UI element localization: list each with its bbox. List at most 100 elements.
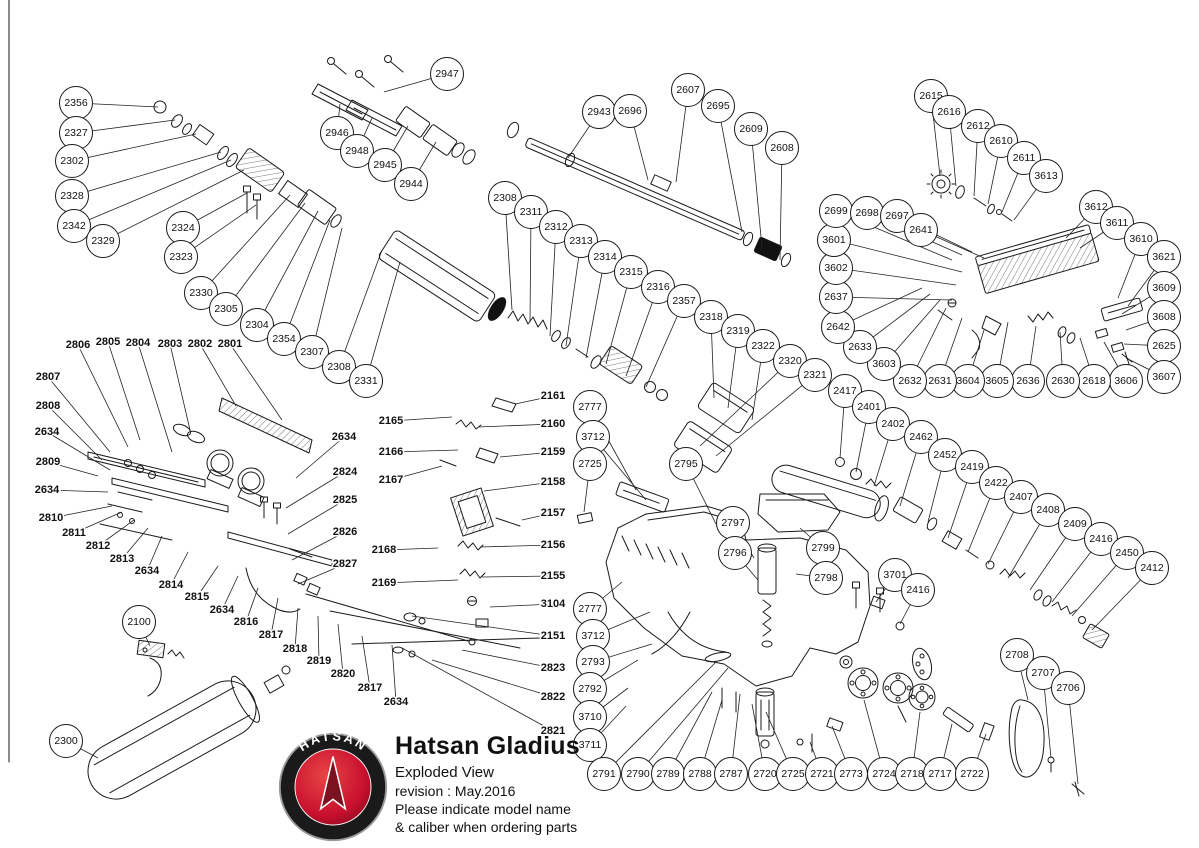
part-callout-2408: 2408 bbox=[1031, 493, 1065, 527]
svg-text:2815: 2815 bbox=[185, 591, 209, 603]
revision-text: revision : May.2016 bbox=[395, 782, 516, 799]
leader-line-2815 bbox=[196, 565, 219, 598]
svg-text:2408: 2408 bbox=[1036, 504, 1060, 516]
part-callout-2315: 2315 bbox=[614, 255, 648, 289]
leader-line-2790 bbox=[637, 667, 729, 775]
part-callout-3602: 3602 bbox=[819, 251, 853, 285]
part-callout-2948: 2948 bbox=[340, 134, 374, 168]
svg-text:3610: 3610 bbox=[1129, 233, 1153, 245]
svg-text:2609: 2609 bbox=[739, 123, 763, 135]
svg-text:2450: 2450 bbox=[1115, 547, 1139, 559]
svg-text:3613: 3613 bbox=[1034, 170, 1058, 182]
part-callout-2722: 2722 bbox=[955, 757, 989, 791]
svg-text:2632: 2632 bbox=[898, 375, 922, 387]
svg-text:2826: 2826 bbox=[333, 526, 357, 538]
part-callout-2609: 2609 bbox=[734, 112, 768, 146]
svg-text:2308: 2308 bbox=[327, 361, 351, 373]
leader-line-2634 bbox=[46, 489, 109, 493]
leader-line-2634 bbox=[46, 431, 111, 471]
part-callout-2787: 2787 bbox=[714, 757, 748, 791]
part-label-2169: 2169 bbox=[370, 576, 397, 591]
leader-line-2637 bbox=[835, 296, 953, 301]
leader-line-2817 bbox=[361, 635, 371, 689]
part-callout-3604: 3604 bbox=[951, 364, 985, 398]
svg-text:2717: 2717 bbox=[928, 768, 952, 780]
gauge-parts-drawing bbox=[835, 457, 1110, 649]
part-callout-2462: 2462 bbox=[904, 420, 938, 454]
svg-text:2331: 2331 bbox=[354, 375, 378, 387]
part-callout-2947: 2947 bbox=[430, 57, 464, 91]
svg-text:2777: 2777 bbox=[578, 401, 602, 413]
leader-line-2165 bbox=[390, 416, 453, 422]
leader-line-2169 bbox=[383, 579, 459, 584]
part-callout-2610: 2610 bbox=[984, 124, 1018, 158]
leader-line-2608 bbox=[779, 147, 783, 261]
part-callout-2706: 2706 bbox=[1051, 671, 1085, 705]
stock-drawing bbox=[576, 464, 933, 704]
air-cylinder-drawing bbox=[378, 230, 755, 473]
part-callout-3603: 3603 bbox=[867, 347, 901, 381]
svg-text:3609: 3609 bbox=[1152, 282, 1176, 294]
svg-text:2319: 2319 bbox=[726, 325, 750, 337]
svg-text:2305: 2305 bbox=[214, 303, 238, 315]
part-label-2817: 2817 bbox=[356, 681, 383, 696]
svg-text:2625: 2625 bbox=[1152, 340, 1176, 352]
part-callout-2329: 2329 bbox=[86, 224, 120, 258]
part-label-2813: 2813 bbox=[108, 552, 135, 567]
leader-line-2166 bbox=[390, 449, 459, 453]
svg-text:3712: 3712 bbox=[581, 431, 605, 443]
svg-text:2706: 2706 bbox=[1056, 682, 1080, 694]
part-label-2823: 2823 bbox=[539, 661, 566, 676]
svg-text:2409: 2409 bbox=[1063, 518, 1087, 530]
svg-text:2342: 2342 bbox=[62, 220, 86, 232]
leader-line-2161 bbox=[514, 395, 554, 405]
part-label-2160: 2160 bbox=[539, 417, 566, 432]
leader-line-2159 bbox=[499, 451, 554, 458]
svg-text:2724: 2724 bbox=[872, 768, 896, 780]
svg-text:2813: 2813 bbox=[110, 553, 134, 565]
part-label-2155: 2155 bbox=[539, 569, 566, 584]
svg-text:2462: 2462 bbox=[909, 431, 933, 443]
product-title: Hatsan Gladius bbox=[395, 732, 580, 760]
svg-text:2615: 2615 bbox=[919, 90, 943, 102]
part-callout-2356: 2356 bbox=[59, 86, 93, 120]
part-callout-2308: 2308 bbox=[488, 181, 522, 215]
svg-text:2636: 2636 bbox=[1016, 375, 1040, 387]
svg-text:2722: 2722 bbox=[960, 768, 984, 780]
part-callout-2452: 2452 bbox=[928, 438, 962, 472]
svg-text:2708: 2708 bbox=[1005, 649, 1029, 661]
part-callout-3712: 3712 bbox=[576, 420, 610, 454]
svg-text:2787: 2787 bbox=[719, 768, 743, 780]
svg-text:2797: 2797 bbox=[721, 517, 745, 529]
leader-line-2634 bbox=[391, 644, 397, 703]
svg-text:2356: 2356 bbox=[64, 97, 88, 109]
part-label-2167: 2167 bbox=[377, 473, 404, 488]
part-callout-2637: 2637 bbox=[819, 280, 853, 314]
svg-text:2792: 2792 bbox=[578, 683, 602, 695]
svg-text:2777: 2777 bbox=[578, 603, 602, 615]
part-callout-2322: 2322 bbox=[746, 329, 780, 363]
leader-line-2813 bbox=[121, 527, 149, 560]
part-callout-2304: 2304 bbox=[240, 308, 274, 342]
part-callout-2302: 2302 bbox=[55, 144, 89, 178]
part-callout-2324: 2324 bbox=[166, 211, 200, 245]
part-callout-3621: 3621 bbox=[1147, 240, 1181, 274]
svg-text:2798: 2798 bbox=[814, 572, 838, 584]
svg-text:2943: 2943 bbox=[587, 106, 611, 118]
part-callout-2308: 2308 bbox=[322, 350, 356, 384]
part-callout-2944: 2944 bbox=[394, 167, 428, 201]
svg-text:2808: 2808 bbox=[36, 400, 60, 412]
part-label-2168: 2168 bbox=[370, 543, 397, 558]
part-callout-2945: 2945 bbox=[368, 148, 402, 182]
svg-text:2823: 2823 bbox=[541, 662, 565, 674]
part-label-2808: 2808 bbox=[34, 399, 61, 414]
part-label-2819: 2819 bbox=[305, 654, 332, 669]
trigger-small-parts-drawing bbox=[403, 397, 521, 628]
leader-line-2354 bbox=[283, 219, 331, 340]
svg-text:2698: 2698 bbox=[855, 207, 879, 219]
svg-text:2158: 2158 bbox=[541, 476, 565, 488]
svg-text:2161: 2161 bbox=[541, 390, 565, 402]
part-callout-3711: 3711 bbox=[573, 728, 607, 762]
part-label-2824: 2824 bbox=[331, 465, 359, 480]
